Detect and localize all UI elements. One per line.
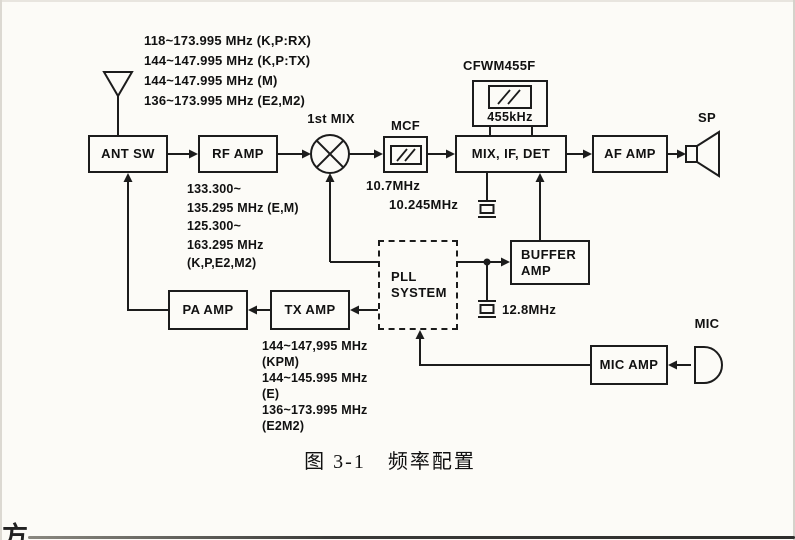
connector-micamp-pll	[415, 330, 590, 366]
speaker-icon	[685, 130, 720, 178]
annotation-line: (E)	[262, 387, 280, 401]
block-label-line2: SYSTEM	[391, 285, 447, 300]
scan-edge-bottom	[28, 536, 795, 539]
annotation-rfamp-freqs: 133.300~ 135.295 MHz (E,M) 125.300~ 163.…	[187, 180, 299, 273]
crystal-10245-icon	[478, 200, 496, 218]
annotation-line: 136~173.995 MHz (E2,M2)	[144, 93, 306, 108]
mic-icon	[694, 346, 723, 384]
page-corner-text: 方	[2, 522, 29, 540]
block-mcf	[383, 136, 428, 173]
label-sp: SP	[698, 110, 716, 125]
connector-mic-micamp	[668, 360, 691, 370]
annotation-line: 133.300~	[187, 182, 242, 196]
connector-cfwm-mixifdet	[489, 127, 533, 136]
block-label: PA AMP	[182, 302, 234, 318]
antenna-icon	[102, 71, 134, 135]
scan-edge-top	[0, 0, 795, 2]
label-cfwm: CFWM455F	[463, 58, 536, 73]
block-label-line1: BUFFER	[521, 246, 577, 262]
annotation-line: 144~147.995 MHz (M)	[144, 73, 278, 88]
annotation-line: 144~145.995 MHz	[262, 371, 368, 385]
annotation-line: 118~173.995 MHz (K,P:RX)	[144, 33, 312, 48]
connector-pll-txamp	[350, 305, 378, 315]
block-mix-if-det: MIX, IF, DET	[455, 135, 567, 173]
block-label: ANT SW	[101, 146, 155, 162]
connector-afamp-speaker	[668, 149, 686, 159]
connector-rfamp-mixer	[278, 149, 311, 159]
annotation-line: 135.295 MHz (E,M)	[187, 200, 299, 215]
block-label: MIX, IF, DET	[471, 146, 551, 162]
block-label: MIC AMP	[599, 357, 659, 373]
block-label: TX AMP	[284, 302, 336, 318]
label-mic: MIC	[694, 316, 720, 331]
block-buffer-amp: BUFFER AMP	[510, 240, 590, 285]
cfwm-frequency: 455kHz	[487, 110, 533, 124]
block-label: RF AMP	[212, 146, 264, 162]
block-af-amp: AF AMP	[592, 135, 668, 173]
label-mcf: MCF	[390, 118, 421, 133]
annotation-line: 144~147.995 MHz (K,P:TX)	[144, 53, 311, 68]
block-mic-amp: MIC AMP	[590, 345, 668, 385]
scan-edge-right	[793, 0, 795, 540]
connector-paamp-antsw	[123, 173, 168, 311]
annotation-line: (E2M2)	[262, 419, 305, 433]
connector-bufferamp-mixifdet	[535, 173, 545, 240]
block-label: AF AMP	[604, 146, 656, 162]
label-1st-mix: 1st MIX	[307, 111, 355, 126]
block-tx-amp: TX AMP	[270, 290, 350, 330]
annotation-line: (K,P,E2,M2)	[187, 256, 257, 270]
block-rf-amp: RF AMP	[198, 135, 278, 173]
crystal-128-icon	[478, 300, 496, 318]
scan-edge-left	[0, 0, 2, 540]
figure-caption: 图 3-1 频率配置	[304, 451, 476, 473]
block-pa-amp: PA AMP	[168, 290, 248, 330]
annotation-line: (KPM)	[262, 355, 300, 369]
connector-txamp-paamp	[248, 305, 270, 315]
block-ant-sw: ANT SW	[88, 135, 168, 173]
block-label-line2: AMP	[521, 262, 552, 278]
connector-pll-mixer	[325, 173, 378, 263]
connector-mixer-mcf	[349, 149, 383, 159]
connector-antsw-rfamp	[168, 149, 198, 159]
ceramic-filter-icon	[389, 144, 422, 165]
label-xtal-if-frequency: 10.245MHz	[389, 197, 459, 212]
label-xtal-ref-frequency: 12.8MHz	[502, 302, 557, 317]
annotation-line: 144~147,995 MHz	[262, 339, 368, 353]
block-pll-system: PLL SYSTEM	[378, 240, 458, 330]
block-cfwm-filter: 455kHz	[472, 80, 548, 127]
mixer-icon	[310, 134, 350, 174]
annotation-line: 163.295 MHz	[187, 237, 264, 252]
annotation-antenna-freqs: 118~173.995 MHz (K,P:RX) 144~147.995 MHz…	[144, 31, 311, 111]
ceramic-filter-icon	[488, 85, 532, 109]
annotation-line: 125.300~	[187, 219, 242, 233]
label-mcf-frequency: 10.7MHz	[366, 178, 421, 193]
connector-mixifdet-afamp	[567, 149, 592, 159]
connector-pll-bufferamp	[458, 257, 510, 267]
block-label-line1: PLL	[391, 269, 417, 285]
connector-mcf-mixifdet	[428, 149, 455, 159]
annotation-line: 136~173.995 MHz	[262, 403, 368, 417]
annotation-txamp-freqs: 144~147,995 MHz (KPM) 144~145.995 MHz (E…	[262, 338, 368, 434]
